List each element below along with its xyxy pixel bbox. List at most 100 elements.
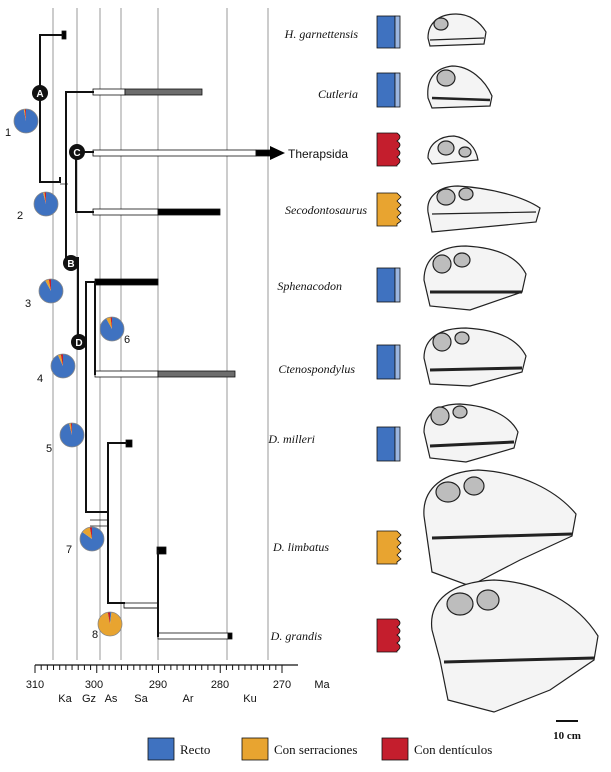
therapsida-arrow-icon [270,146,285,160]
pie-slice-blue [13,109,38,134]
tick-label: 310 [26,679,44,691]
skull-d-milleri-icon [423,403,519,463]
pie-number-labels: 1 2 3 4 5 6 7 8 [5,127,130,641]
node-b-label: B [67,259,74,270]
branch-accents [60,183,158,609]
node-b-marker [63,255,79,271]
stage-label: Ka [58,693,72,705]
pie-slice-blue [39,279,64,303]
taxon-name: Cutleria [318,87,358,101]
pie-number: 6 [124,334,130,346]
tooth-marker-recto [376,426,401,462]
pie-slice-red [48,279,51,291]
pie-number: 7 [66,544,72,556]
legend-swatch-serraciones [241,737,269,761]
node-c-label: C [73,148,80,159]
scale-bar: 10 cm [553,720,581,742]
tick-label: 280 [211,679,229,691]
stage-label: Gz [82,693,96,705]
taxon-name: Therapsida [288,147,348,161]
legend-swatch-recto [147,737,175,761]
scale-bar-label: 10 cm [553,730,581,742]
pie-outline [97,611,123,637]
legend-label: Con dentículos [414,742,492,757]
node-d-marker [71,334,87,350]
skull-d-grandis-icon [430,579,599,713]
skull-h-garnettensis-icon [427,13,487,47]
pie-slice-blue [34,192,59,216]
pie-number: 3 [25,298,31,310]
pie-slice-blue [60,423,85,448]
pie-slice-red [70,423,72,435]
tooth-marker-serraciones [376,192,402,227]
tick-label: 300 [85,679,103,691]
time-axis: 310 300 290 280 270 Ma Ka Gz As Sa Ar Ku [26,664,331,705]
tooth-marker-serraciones [376,530,402,565]
pie-slice-blue [51,354,76,379]
node-c-marker [69,144,85,160]
pie-outline [33,191,59,217]
node-a-label: A [36,89,43,100]
pie-outline [13,108,39,134]
skull-therapsida-icon [427,135,479,165]
pie-slice-red [110,317,112,329]
pie-slice-blue [99,317,124,342]
pie-slice-orange [45,279,51,291]
stage-label: As [105,693,118,705]
taxon-name: H. garnettensis [284,27,359,41]
pie-slice-blue [110,612,112,624]
pie-outline [50,353,76,379]
pie-slice-orange [43,192,46,204]
tooth-marker-denticulos [376,132,401,167]
skull-secodontosaurus-icon [427,185,541,233]
pie-outline [38,278,64,304]
axis-unit: Ma [314,679,330,691]
pie-outline [79,526,105,552]
legend-label: Con serraciones [274,742,357,757]
tooth-marker-recto [376,267,401,303]
tooth-marker-denticulos [376,618,401,653]
legend-swatch-denticulos [381,737,409,761]
taxon-name: Sphenacodon [277,279,342,293]
pie-outline [99,316,125,342]
pie-outline [59,422,85,448]
pie-slice-red [44,192,46,204]
pie-slice-red [24,109,26,121]
skull-ctenospondylus-icon [423,327,527,387]
tooth-marker-recto [376,72,401,108]
taxon-name: D. milleri [267,432,315,446]
pie-slice-orange [23,109,26,121]
node-a-marker [32,85,48,101]
tooth-type-markers [376,15,402,653]
pie-slice-red [60,354,63,366]
pie-slice-orange [69,423,72,435]
stage-label: Ku [243,693,256,705]
skull-illustrations [423,13,599,713]
tree-branches [39,34,159,637]
stage-label: Ar [183,693,194,705]
pie-slice-red [89,527,92,539]
pie-slice-orange [82,527,92,539]
stage-label: Sa [134,693,148,705]
taxon-name: Secodontosaurus [285,203,367,217]
legend-label: Recto [180,742,210,757]
skull-sphenacodon-icon [423,245,527,311]
pie-number: 1 [5,127,11,139]
stage-boundary-lines [52,8,269,660]
pie-slice-blue [80,527,105,552]
taxon-name: D. limbatus [272,540,329,554]
tick-label: 270 [273,679,291,691]
pie-slice-orange [97,612,122,636]
tooth-marker-recto [376,15,401,49]
legend: Recto Con serraciones Con dentículos [147,737,492,761]
skull-d-limbatus-icon [423,469,577,587]
pie-number: 8 [92,629,98,641]
pie-slice-red [107,612,110,624]
tooth-marker-recto [376,344,401,380]
skull-cutleria-icon [427,65,493,109]
ancestral-state-pies [13,108,125,637]
tick-label: 290 [149,679,167,691]
pie-slice-orange [106,317,112,329]
node-markers: A B C D [32,85,87,350]
